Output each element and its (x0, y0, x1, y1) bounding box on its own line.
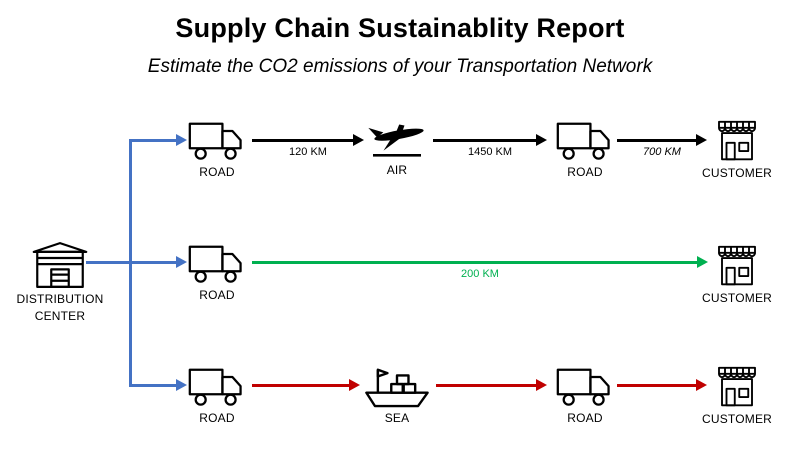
truck-icon (188, 120, 246, 162)
arrowhead-icon (536, 379, 547, 391)
arrow-shaft (433, 139, 538, 142)
store-icon (713, 243, 761, 288)
air-route-air-node: AIR (352, 118, 442, 179)
distribution-center-label-line1: DISTRIBUTION (16, 292, 104, 306)
arrowhead-icon (176, 256, 187, 268)
diagram-title: Supply Chain Sustainablity Report (175, 13, 625, 43)
node-label: CUSTOMER (701, 166, 773, 180)
arrowhead-icon (349, 379, 360, 391)
arrowhead-icon (536, 134, 547, 146)
arrowhead-icon (697, 256, 708, 268)
arrowhead-icon (353, 134, 364, 146)
truck-icon (188, 366, 246, 408)
arrowhead-icon (696, 134, 707, 146)
arrow-shaft (86, 261, 178, 264)
sea-route-road2-node: ROAD (540, 366, 630, 427)
direct-route-road-node: ROAD (172, 243, 262, 304)
truck-icon (556, 120, 614, 162)
airplane-icon (365, 118, 429, 160)
arrowhead-icon (176, 134, 187, 146)
arrow-shaft (252, 139, 355, 142)
arrow-shaft (436, 384, 538, 387)
node-label: CUSTOMER (701, 291, 773, 305)
blue-arrow-top (129, 134, 187, 146)
sea-route-leg1-arrow (252, 379, 360, 391)
node-label: ROAD (199, 288, 235, 302)
node-label: ROAD (199, 165, 235, 179)
arrowhead-icon (696, 379, 707, 391)
sea-route-sea-node: SEA (352, 364, 442, 427)
truck-icon (188, 243, 246, 285)
distribution-center-node: DISTRIBUTION CENTER (15, 241, 105, 324)
node-label: ROAD (567, 165, 603, 179)
blue-arrow-bottom (129, 379, 187, 391)
node-label: CUSTOMER (701, 412, 773, 426)
direct-route-customer-node: CUSTOMER (692, 243, 782, 307)
node-label: ROAD (199, 411, 235, 425)
distance-label: 1450 KM (467, 146, 513, 158)
arrow-shaft (252, 384, 351, 387)
warehouse-icon (32, 241, 88, 289)
cargo-ship-icon (362, 364, 432, 408)
blue-arrow-middle (86, 256, 187, 268)
arrow-shaft (129, 139, 178, 142)
distance-label: 120 KM (289, 146, 327, 158)
air-route-leg3-arrow: 700 KM (617, 134, 707, 158)
node-label: AIR (386, 163, 408, 177)
arrow-shaft (129, 384, 178, 387)
air-route-leg1-arrow: 120 KM (252, 134, 364, 158)
air-route-road1-node: ROAD (172, 120, 262, 181)
distance-label: 700 KM (643, 146, 681, 158)
store-icon (713, 118, 761, 163)
diagram-subtitle: Estimate the CO2 emissions of your Trans… (147, 56, 653, 77)
air-route-customer-node: CUSTOMER (692, 118, 782, 182)
sea-route-customer-node: CUSTOMER (692, 364, 782, 428)
direct-route-leg1-arrow: 200 KM (252, 256, 708, 280)
air-route-road2-node: ROAD (540, 120, 630, 181)
arrow-shaft (252, 261, 699, 264)
arrowhead-icon (176, 379, 187, 391)
sea-route-leg2-arrow (436, 379, 547, 391)
sea-route-leg3-arrow (617, 379, 707, 391)
distance-label: 200 KM (461, 268, 499, 280)
node-label: SEA (384, 411, 410, 425)
arrow-shaft (617, 384, 698, 387)
node-label: ROAD (567, 411, 603, 425)
sea-route-road1-node: ROAD (172, 366, 262, 427)
arrow-shaft (617, 139, 698, 142)
distribution-center-label-line2: CENTER (34, 308, 86, 323)
store-icon (713, 364, 761, 409)
truck-icon (556, 366, 614, 408)
air-route-leg2-arrow: 1450 KM (433, 134, 547, 158)
